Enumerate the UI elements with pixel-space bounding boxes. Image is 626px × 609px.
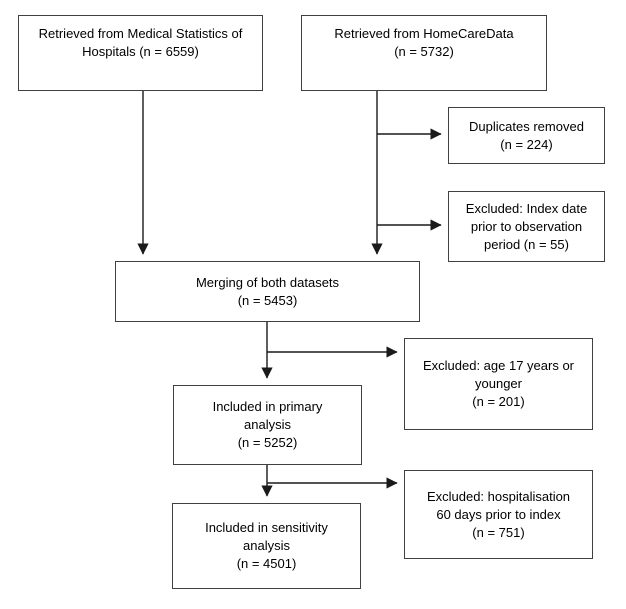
box-text-line: 60 days prior to index bbox=[436, 506, 561, 522]
box-text-line: younger bbox=[475, 376, 522, 391]
box-text-line: Retrieved from HomeCareData bbox=[334, 26, 514, 41]
box-text-line: Excluded: age 17 years or bbox=[422, 358, 575, 373]
box-text-line: Merging of both datasets bbox=[195, 274, 340, 290]
box-text-line: (n = 5252) bbox=[237, 435, 298, 450]
box-text-line: analysis bbox=[244, 417, 291, 432]
box-text-line: Excluded: hospitalisation bbox=[426, 488, 571, 504]
box-excluded-index-date: Excluded: Index date prior to observatio… bbox=[448, 191, 605, 262]
box-text-line: Retrieved from Medical Statistics of bbox=[38, 26, 243, 41]
box-text-line: (n = 5732) bbox=[394, 44, 454, 59]
box-text-line: (n = 5453) bbox=[237, 292, 298, 308]
box-text-line: Hospitals (n = 6559) bbox=[82, 44, 199, 59]
box-text-line: (n = 224) bbox=[500, 136, 553, 152]
box-text-line: prior to observation bbox=[470, 218, 583, 234]
box-included-sensitivity-analysis: Included in sensitivity analysis (n = 45… bbox=[172, 503, 361, 589]
box-text-line: (n = 751) bbox=[472, 524, 525, 540]
box-text-line: Duplicates removed bbox=[469, 118, 584, 134]
box-retrieved-homecaredata: Retrieved from HomeCareData (n = 5732) bbox=[301, 15, 547, 91]
box-text-line: analysis bbox=[243, 538, 290, 553]
box-text-line: period (n = 55) bbox=[484, 236, 569, 252]
box-excluded-hospitalisation: Excluded: hospitalisation 60 days prior … bbox=[404, 470, 593, 559]
box-text-line: Included in primary bbox=[212, 399, 323, 414]
box-included-primary-analysis: Included in primary analysis (n = 5252) bbox=[173, 385, 362, 465]
box-text-line: (n = 201) bbox=[472, 394, 525, 409]
box-text-line: Excluded: Index date bbox=[465, 200, 588, 216]
box-excluded-age: Excluded: age 17 years or younger (n = 2… bbox=[404, 338, 593, 430]
box-text-line: Included in sensitivity bbox=[205, 520, 328, 535]
box-text-line: (n = 4501) bbox=[236, 556, 297, 571]
box-duplicates-removed: Duplicates removed (n = 224) bbox=[448, 107, 605, 164]
box-merging-of-datasets: Merging of both datasets (n = 5453) bbox=[115, 261, 420, 322]
box-retrieved-medical-statistics: Retrieved from Medical Statistics of Hos… bbox=[18, 15, 263, 91]
